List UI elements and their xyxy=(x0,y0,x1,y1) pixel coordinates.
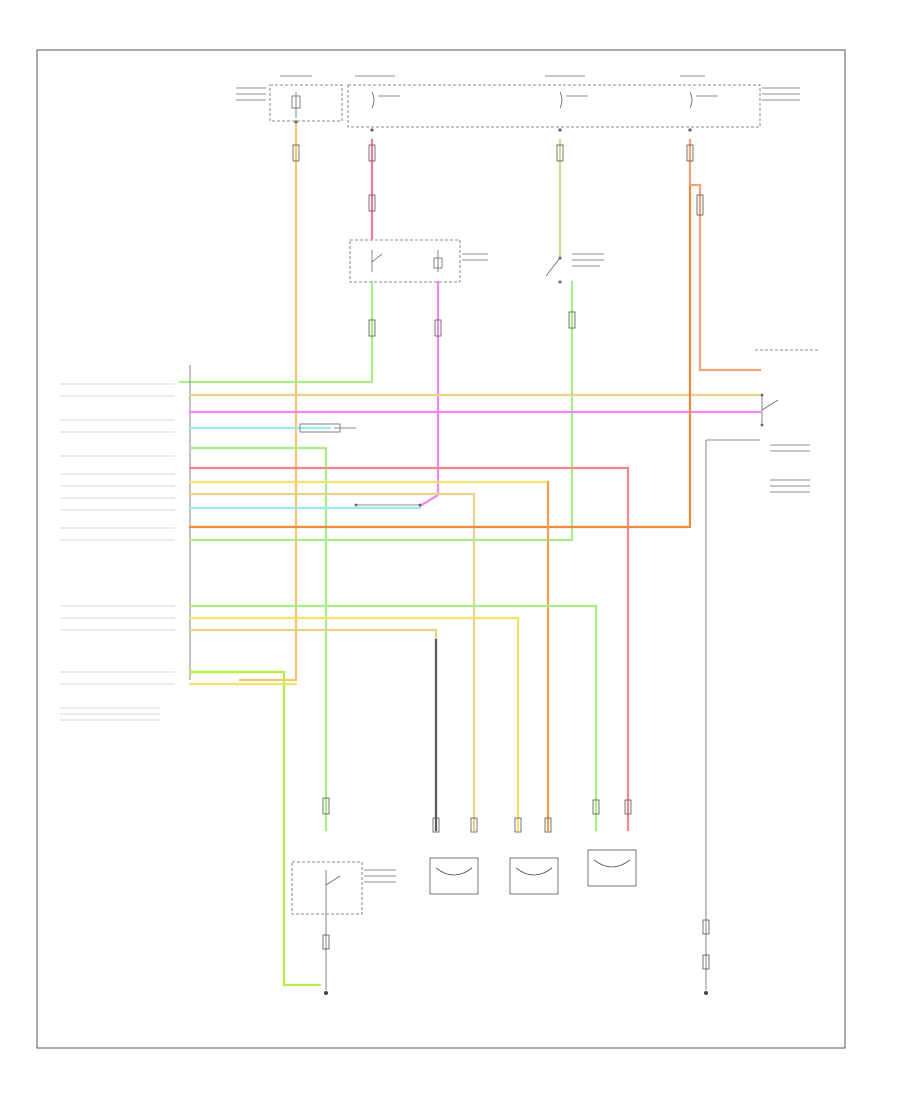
switch-bottom-left xyxy=(291,861,396,915)
wire-yellow-sensor-signal xyxy=(188,616,520,832)
ground-terminal-right xyxy=(704,991,708,995)
wire-red-horizontal xyxy=(188,466,630,832)
fuse-output-terminals xyxy=(294,120,692,132)
fuse-panel-right xyxy=(347,75,800,128)
ground-terminal-left xyxy=(324,991,328,995)
diagram-frame xyxy=(36,49,846,1049)
switch-assembly xyxy=(349,239,604,284)
sensor-middle xyxy=(509,857,559,895)
wire-dark-sensor-signal xyxy=(188,628,438,832)
wire-green-sensor-signal xyxy=(188,604,598,832)
wire-orange-horizontal xyxy=(188,185,692,529)
wire-lime-ground xyxy=(188,670,322,987)
connector-marks xyxy=(292,144,710,970)
right-switch xyxy=(755,349,820,493)
sensor-left xyxy=(429,857,479,895)
wire-orange-vertical xyxy=(238,123,298,682)
wire-salmon-vertical xyxy=(688,138,762,372)
module-label-lines xyxy=(60,383,175,721)
sensor-right xyxy=(587,849,637,887)
wire-tan-to-sensor xyxy=(188,492,476,832)
splice-callout xyxy=(299,423,422,507)
wire-green-from-switch xyxy=(178,280,374,384)
fuse-panel-left xyxy=(236,75,343,122)
wire-green-to-sensor xyxy=(188,446,328,832)
